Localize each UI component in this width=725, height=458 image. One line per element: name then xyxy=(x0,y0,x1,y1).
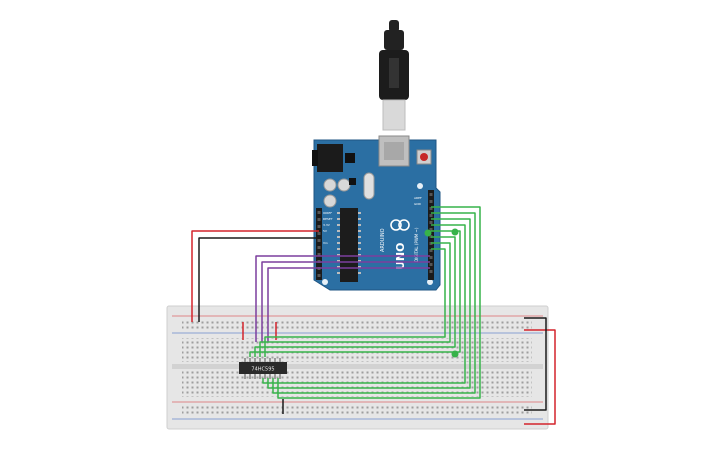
atmega-chip xyxy=(340,208,358,282)
gnd-label: GND xyxy=(414,202,422,206)
voltage-regulator xyxy=(345,153,355,163)
wire-purple-3[interactable] xyxy=(267,267,430,342)
breadboard-bottom-rail[interactable] xyxy=(182,406,532,416)
digital-header-label: DIGITAL (PWM ~) xyxy=(414,227,419,262)
capacitor-icon xyxy=(323,194,337,208)
mounting-hole xyxy=(427,279,433,285)
v5-label: 5V xyxy=(323,229,328,233)
wire-green-6[interactable] xyxy=(254,236,456,357)
power-analog-pin-header[interactable] xyxy=(316,208,322,280)
wire-gnd-black[interactable] xyxy=(198,237,319,322)
breadboard-top-rail[interactable] xyxy=(182,320,532,330)
wire-green-3[interactable] xyxy=(267,218,471,389)
capacitor-icon xyxy=(323,178,337,192)
wire-rail-black-right[interactable] xyxy=(524,317,547,411)
crystal-oscillator xyxy=(363,172,375,200)
breadboard-center-channel xyxy=(172,364,543,369)
brand-label: ARDUINO xyxy=(380,228,386,252)
wire-green-7[interactable] xyxy=(259,242,451,357)
wire-green-4[interactable] xyxy=(262,224,466,384)
arduino-logo-icon xyxy=(390,219,410,231)
wire-rail-red-right[interactable] xyxy=(524,329,556,425)
wire-junction-node[interactable] xyxy=(451,228,459,236)
wire-purple-1[interactable] xyxy=(255,255,430,342)
ioref-label: IOREF xyxy=(323,211,332,215)
aref-label: AREF xyxy=(414,196,422,200)
vin-label: Vin xyxy=(323,241,328,245)
arduino-uno-board[interactable]: ARDUINO UNO DIGITAL (PWM ~) POWER ANALOG… xyxy=(312,135,441,291)
v33-label: 3.3V xyxy=(323,223,331,227)
wire-green-5[interactable] xyxy=(249,230,461,357)
shift-register-chip[interactable]: 74HC595 xyxy=(239,358,287,379)
chip-label: 74HC595 xyxy=(251,367,274,373)
capacitor-icon xyxy=(337,178,351,192)
usb-cable[interactable] xyxy=(379,20,409,131)
mounting-hole xyxy=(417,183,423,189)
breadboard[interactable] xyxy=(166,305,549,430)
wire-junction-node[interactable] xyxy=(451,350,459,358)
wire-junction-node[interactable] xyxy=(424,229,432,237)
power-jack xyxy=(317,144,343,172)
reset-label: RESET xyxy=(323,217,333,221)
wire-green-8[interactable] xyxy=(264,248,446,357)
mounting-hole xyxy=(322,279,328,285)
wire-green-1[interactable] xyxy=(277,206,481,399)
wire-5v-red[interactable] xyxy=(191,230,319,322)
wire-purple-2[interactable] xyxy=(261,261,430,342)
